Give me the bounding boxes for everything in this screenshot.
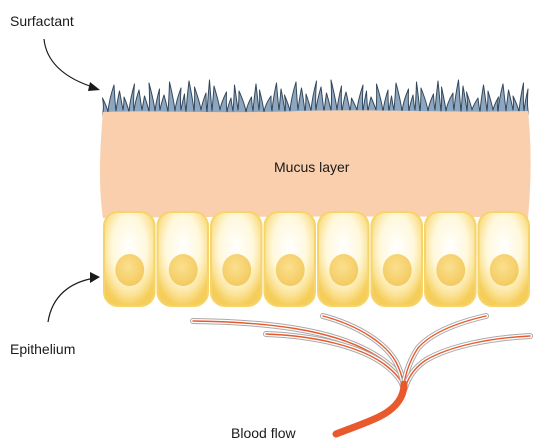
surfactant-label: Surfactant [10,13,74,29]
cell-nucleus [169,254,198,286]
epithelium-label: Epithelium [10,341,75,357]
epithelial-cell [104,212,155,306]
cell-nucleus [383,254,412,286]
vessel-trunk [336,384,404,434]
epithelial-cell [211,212,262,306]
cell-nucleus [436,254,465,286]
epithelial-cell [372,212,423,306]
cell-nucleus [490,254,519,286]
epithelial-cells [104,212,529,306]
surfactant-arrow [44,39,100,91]
epithelial-cell [318,212,369,306]
epithelial-cell [425,212,476,306]
surfactant-spikes [103,80,529,116]
cell-nucleus [222,254,251,286]
vessel-branch-left-upper [193,321,402,380]
epithelium-arrow [48,272,100,322]
blood-vessels [193,316,530,434]
mucus-layer-label: Mucus layer [274,159,350,175]
cell-nucleus [115,254,144,286]
surfactant-layer [103,80,529,116]
epithelial-cell [158,212,209,306]
blood-flow-label: Blood flow [231,425,296,441]
epithelial-cell [265,212,316,306]
epithelial-cell [479,212,530,306]
cell-nucleus [329,254,358,286]
cell-nucleus [276,254,305,286]
